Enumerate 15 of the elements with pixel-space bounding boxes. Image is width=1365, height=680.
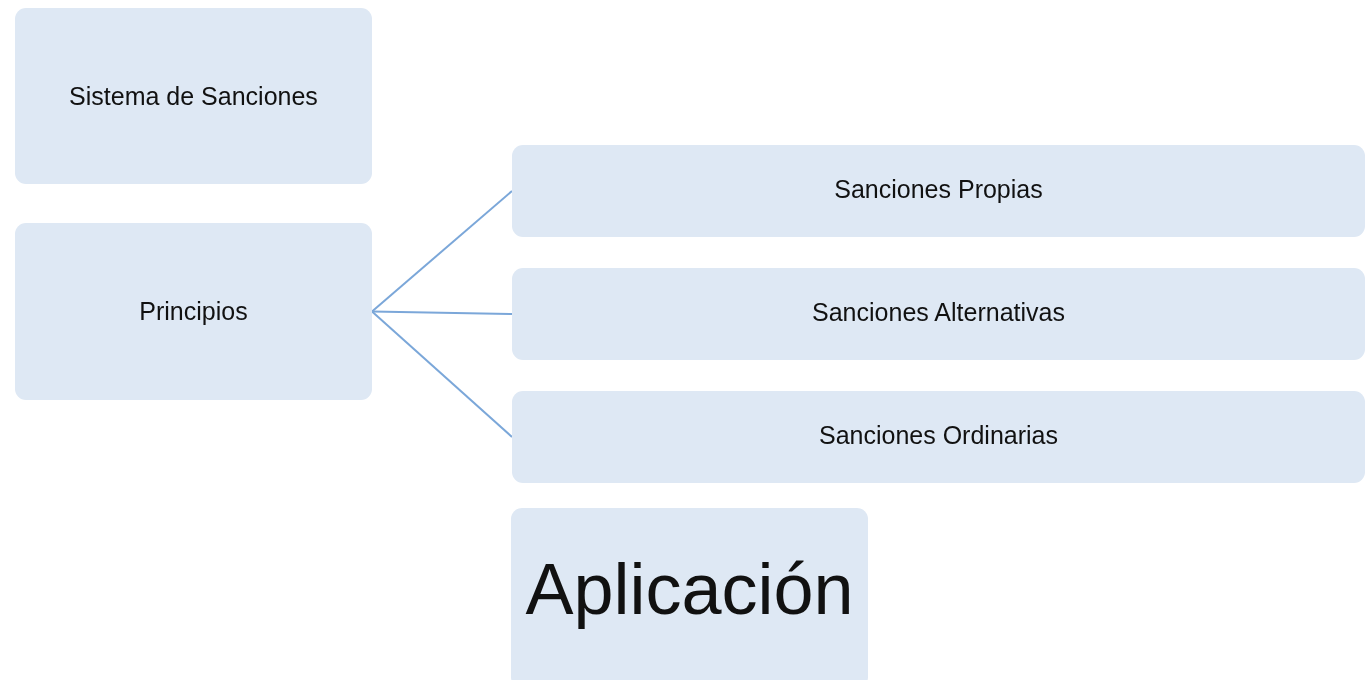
connector-line [371, 190, 513, 313]
node-label: Sanciones Alternativas [812, 297, 1065, 327]
rounded-box [15, 223, 372, 400]
rounded-box [512, 391, 1365, 483]
rounded-box [511, 508, 868, 680]
rounded-box [512, 268, 1365, 360]
rounded-box [512, 145, 1365, 237]
connector-line [371, 310, 513, 438]
rounded-box [15, 8, 372, 184]
node-label: Sanciones Propias [834, 174, 1043, 204]
connector-line [371, 310, 513, 315]
node-label: Aplicación [525, 548, 854, 630]
node-label: Sistema de Sanciones [69, 81, 318, 111]
node-label: Principios [139, 297, 248, 326]
node-label: Sanciones Ordinarias [819, 420, 1058, 450]
